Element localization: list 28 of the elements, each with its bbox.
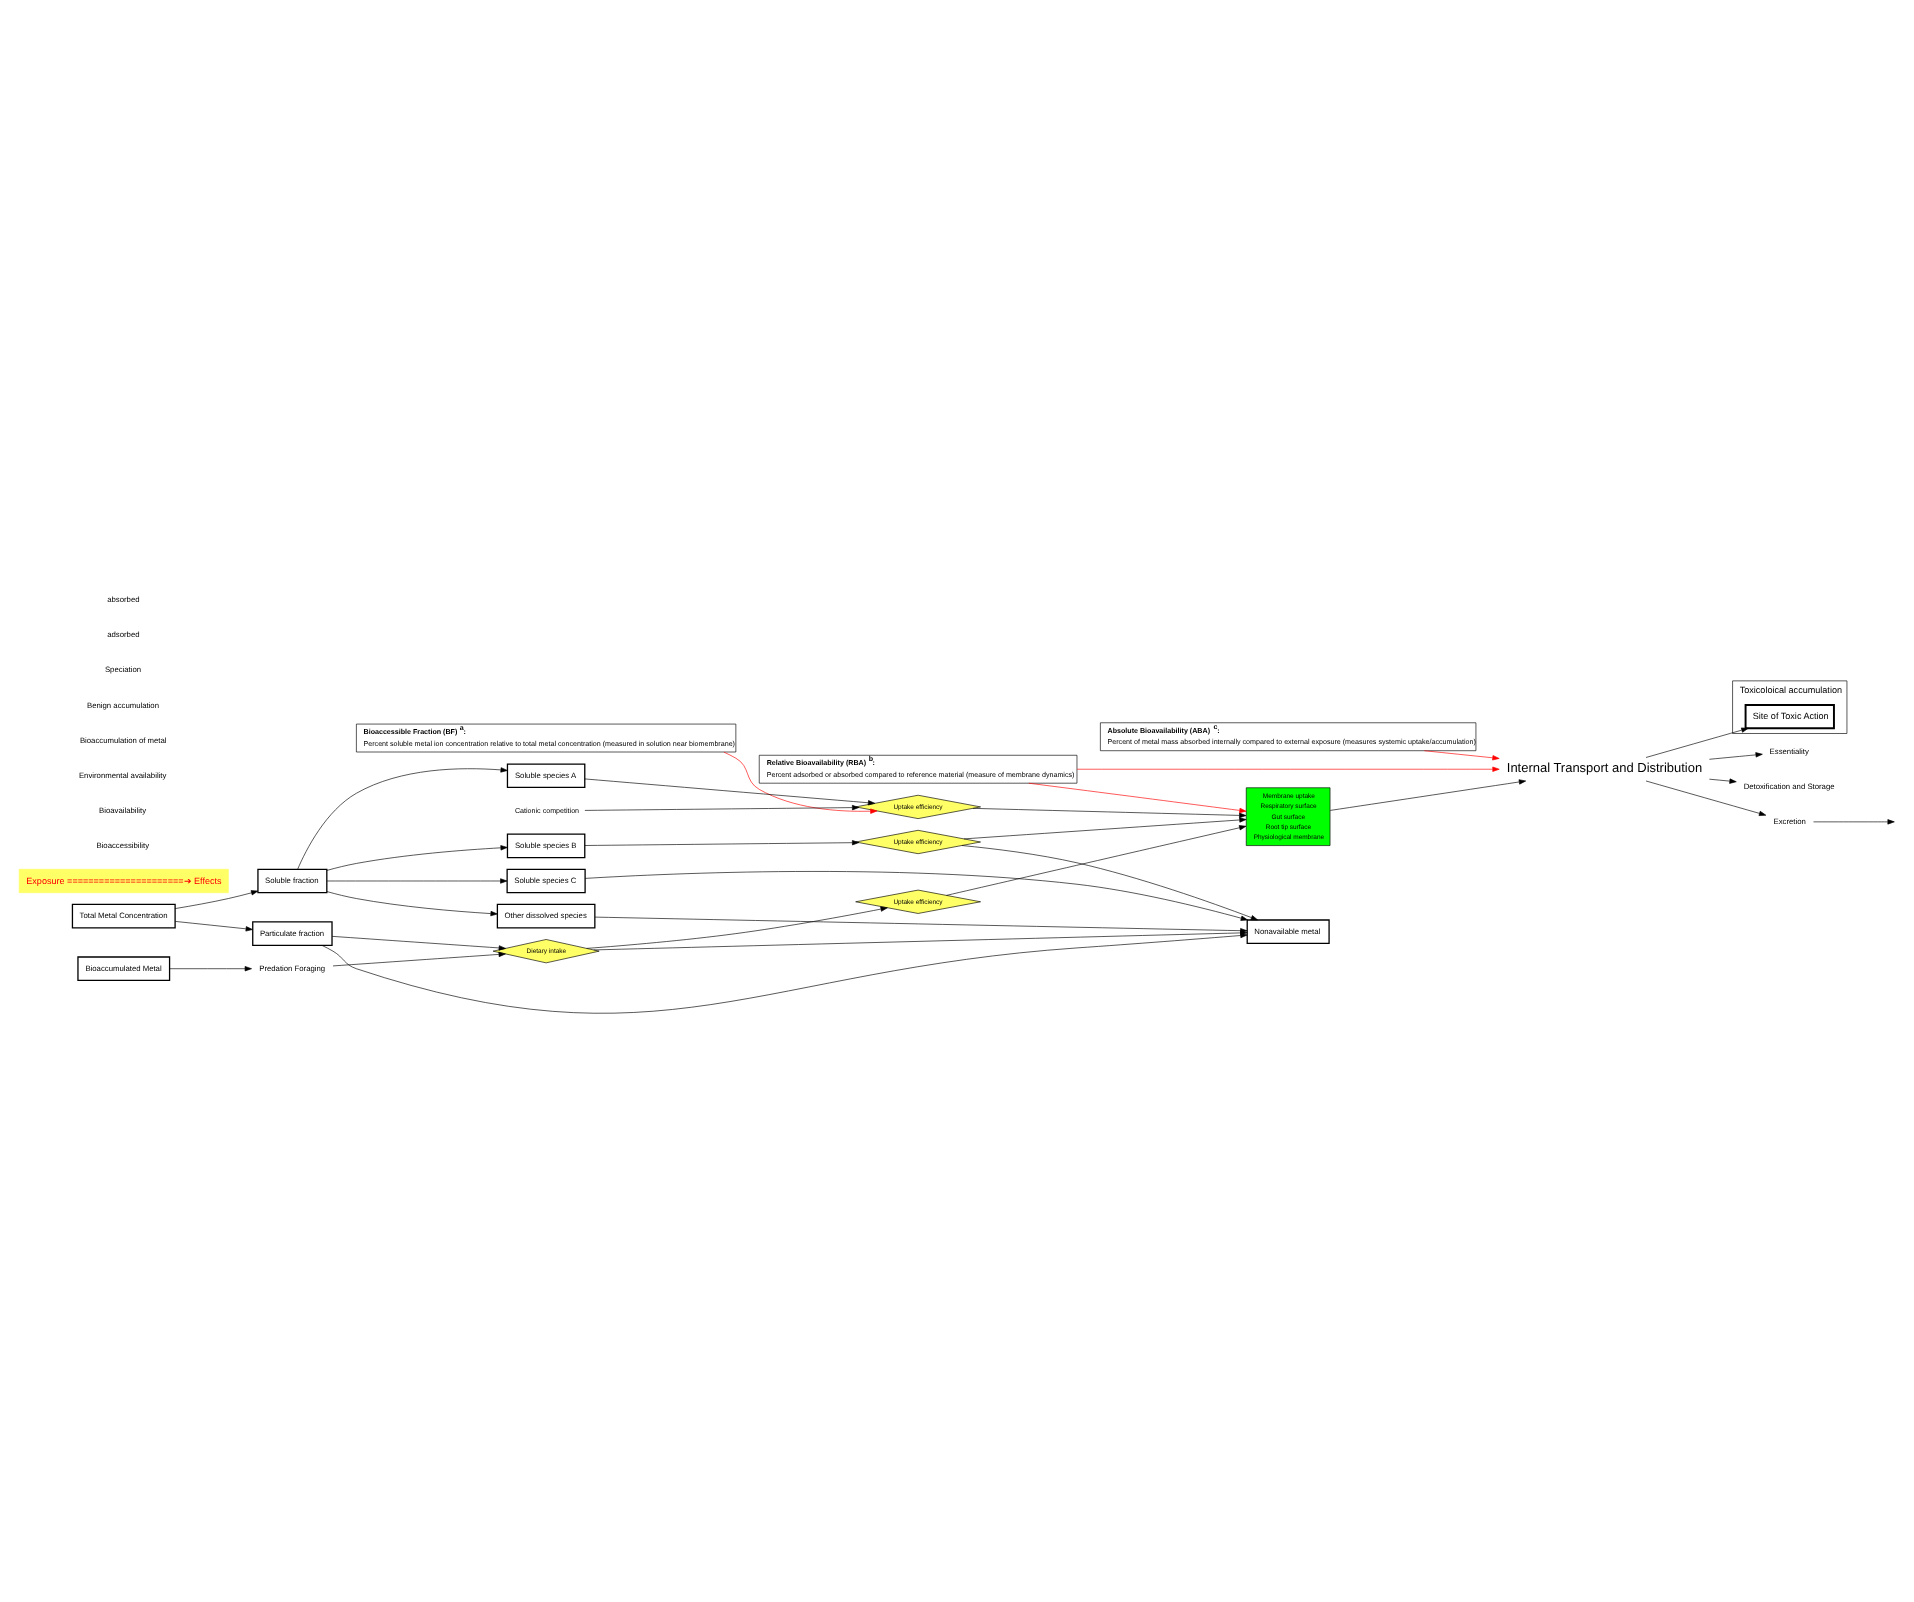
arrow (584, 840, 860, 846)
arrow (1709, 752, 1763, 760)
arrow (946, 825, 1247, 896)
arrow (972, 808, 1247, 818)
arrow (174, 890, 259, 909)
arrow (174, 921, 253, 932)
arrow (331, 936, 506, 951)
arrow (723, 751, 878, 814)
arrow (326, 878, 508, 884)
arrow (584, 871, 1248, 921)
arrow (332, 951, 506, 967)
arrow (1645, 780, 1767, 816)
arrow (326, 845, 508, 871)
arrow (297, 767, 508, 870)
arrow (1076, 766, 1500, 772)
arrow (1813, 819, 1895, 825)
arrow (961, 845, 1258, 921)
arrow (1424, 750, 1500, 761)
arrow (1645, 727, 1749, 758)
arrow (584, 778, 876, 806)
arrow (963, 817, 1247, 840)
arrow (169, 966, 252, 972)
arrow (326, 891, 498, 917)
arrow (584, 805, 860, 811)
arrow (1709, 778, 1737, 784)
arrow (1329, 779, 1527, 811)
arrow (1028, 782, 1247, 814)
arrow (586, 906, 888, 949)
